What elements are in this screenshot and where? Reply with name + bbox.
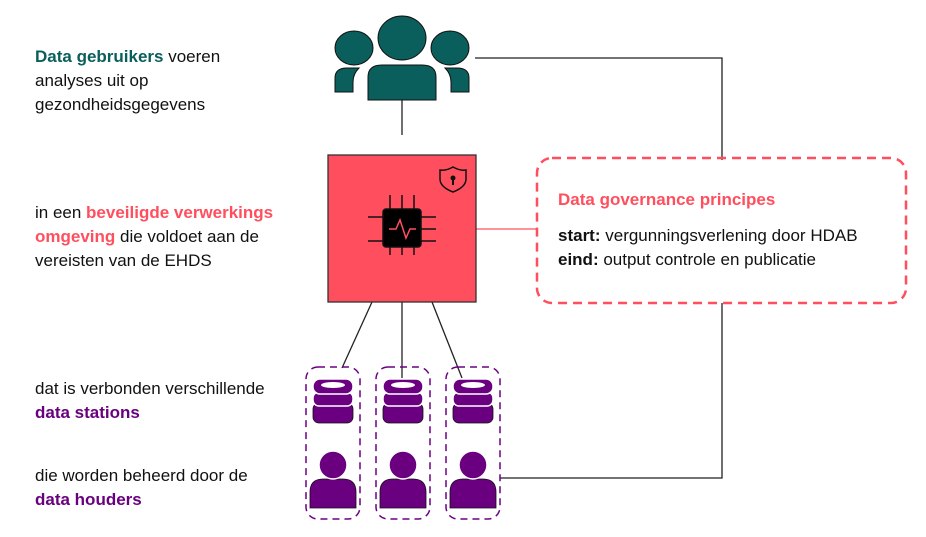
governance-box [535,156,908,305]
data-station-column [375,366,431,520]
connectors [341,57,723,479]
stations-description: dat is verbonden verschillende data stati… [35,377,265,425]
database-icon [312,378,354,424]
text: voeren [163,47,221,66]
env-highlight: beveiligde verwerkings [86,203,274,222]
text: Data governance principes [558,190,776,209]
text: vergunningsverlening door HDAB [600,226,858,245]
text: dat is verbonden verschillende [35,379,265,398]
text: die worden beheerd door de [35,466,248,485]
data-holder-person-icon [449,450,497,509]
text: gezondheidsgegevens [35,95,206,114]
label: start: [558,226,601,245]
database-icon [452,378,494,424]
text: vereisten van de EHDS [35,251,212,270]
holders-highlight: data houders [35,490,142,509]
text: output controle en publicatie [598,250,816,269]
database-icon [382,378,424,424]
data-station-column [445,366,501,520]
holders-description: die worden beheerd door de data houders [35,464,248,512]
text: die voldoet aan de [115,227,259,246]
governance-title: Data governance principes [558,188,775,212]
processor-chip-icon [368,195,436,255]
data-holder-person-icon [379,450,427,509]
data-holder-person-icon [309,450,357,509]
shield-lock-icon [439,166,467,193]
environment-description: in een beveiligde verwerkings omgeving di… [35,201,273,273]
env-highlight: omgeving [35,227,116,246]
users-description: Data gebruikers voeren analyses uit op gez… [35,45,220,117]
users-highlight: Data gebruikers [35,47,164,66]
text: analyses uit op [35,71,149,90]
data-station-column [305,366,361,520]
text: in een [35,203,87,222]
label: eind: [558,250,599,269]
stations-highlight: data stations [35,403,140,422]
users-group-icon [334,15,470,101]
